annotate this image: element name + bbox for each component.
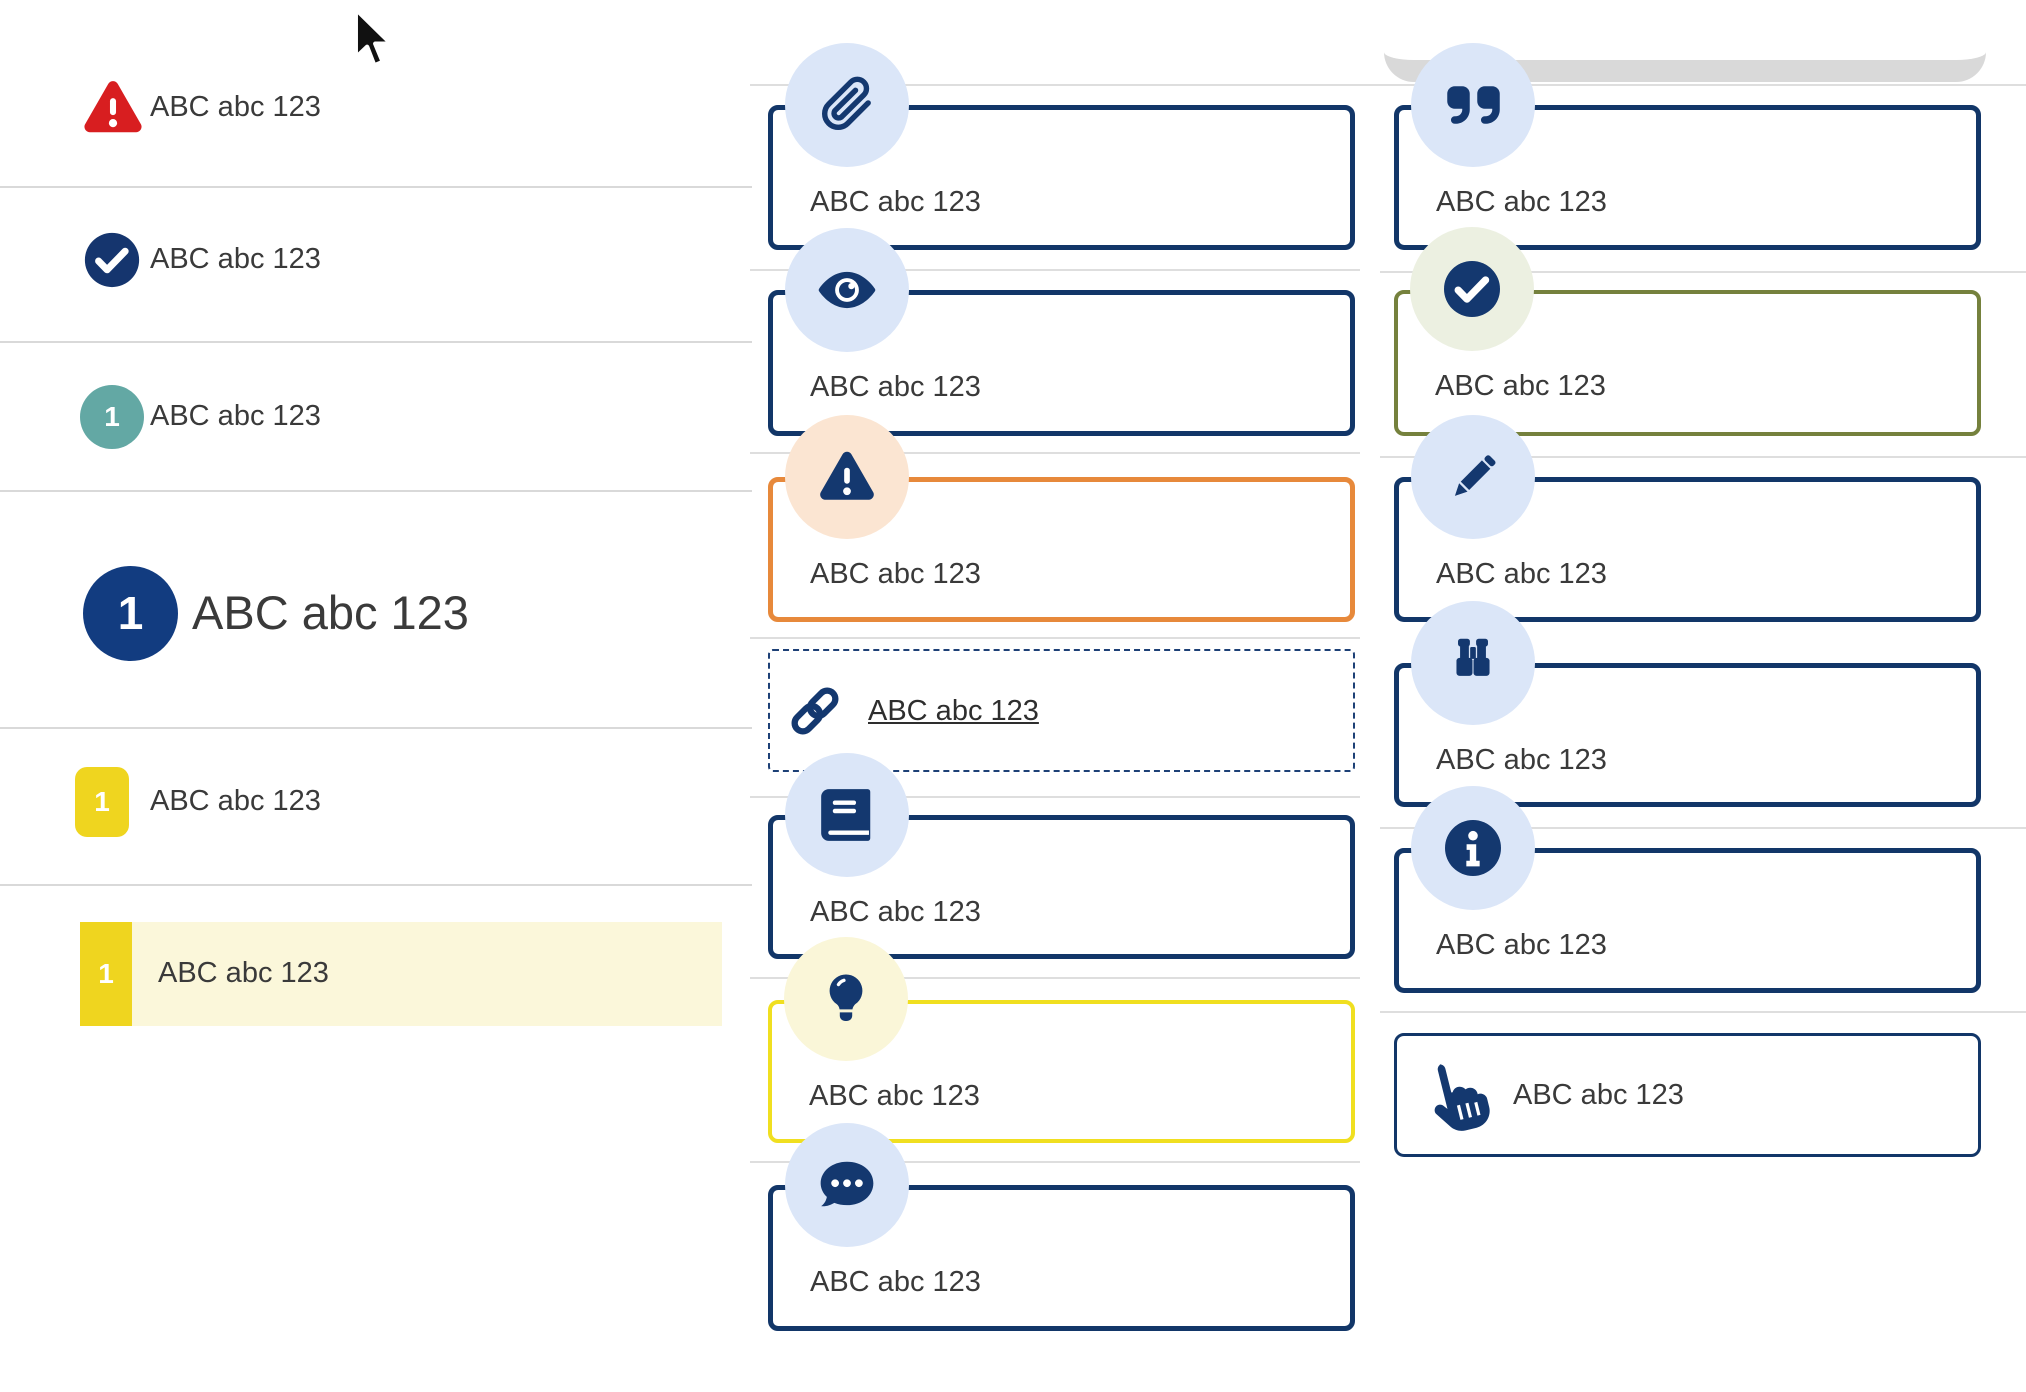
info-icon [1411, 786, 1535, 910]
callout-label: ABC abc 123 [1436, 186, 1607, 218]
divider [750, 637, 1360, 639]
callout-quote: ABC abc 123 [1394, 43, 1981, 250]
callout-label: ABC abc 123 [1435, 370, 1606, 402]
warning-icon [785, 415, 909, 539]
callout-explore: ABC abc 123 [1394, 601, 1981, 807]
check-circle-icon [1410, 227, 1534, 351]
callout-edit: ABC abc 123 [1394, 415, 1981, 622]
callout-view: ABC abc 123 [768, 228, 1355, 436]
yellow-number-badge: 1 [80, 922, 132, 1026]
callout-link[interactable]: ABC abc 123 [768, 649, 1355, 772]
book-icon [785, 753, 909, 877]
divider [0, 186, 752, 188]
callout-action: ABC abc 123 [1394, 1033, 1981, 1157]
mouse-cursor [353, 6, 394, 68]
divider [750, 452, 1360, 454]
list-item-label: ABC abc 123 [150, 243, 321, 276]
yellow-number-badge: 1 [75, 767, 129, 837]
divider [0, 341, 752, 343]
callout-link-label[interactable]: ABC abc 123 [868, 695, 1039, 727]
callout-comment: ABC abc 123 [768, 1123, 1355, 1331]
divider [750, 269, 1360, 271]
divider [750, 977, 1360, 979]
callout-book: ABC abc 123 [768, 753, 1355, 959]
teal-number-badge: 1 [80, 385, 144, 449]
divider [0, 884, 752, 886]
callout-label: ABC abc 123 [810, 896, 981, 928]
link-icon [791, 687, 839, 735]
callout-info: ABC abc 123 [1394, 786, 1981, 993]
list-item-alert[interactable]: ABC abc 123 [0, 48, 752, 168]
quote-icon [1411, 43, 1535, 167]
callout-label: ABC abc 123 [810, 558, 981, 590]
callout-label: ABC abc 123 [1513, 1079, 1684, 1111]
hand-pointer-icon [1434, 1063, 1490, 1131]
navy-number-badge: 1 [83, 565, 178, 661]
divider [750, 796, 1360, 798]
callout-label: ABC abc 123 [809, 1080, 980, 1112]
list-item-step-yellow-selected[interactable]: 1 ABC abc 123 [80, 922, 722, 1026]
list-item-label: ABC abc 123 [150, 785, 321, 818]
list-item-step-yellow[interactable]: 1 ABC abc 123 [0, 742, 752, 862]
divider [750, 1161, 1360, 1163]
divider [1380, 456, 2026, 458]
list-item-label: ABC abc 123 [192, 585, 469, 639]
callout-success: ABC abc 123 [1394, 227, 1981, 436]
divider [0, 490, 752, 492]
lightbulb-icon [784, 937, 908, 1061]
callout-attachment: ABC abc 123 [768, 43, 1355, 250]
callout-tip: ABC abc 123 [768, 937, 1355, 1143]
callout-label: ABC abc 123 [1436, 558, 1607, 590]
list-item-step-large[interactable]: 1 ABC abc 123 [0, 553, 752, 673]
paperclip-icon [785, 43, 909, 167]
list-item-label: ABC abc 123 [150, 91, 321, 124]
callout-label: ABC abc 123 [810, 371, 981, 403]
alert-triangle-icon [84, 81, 142, 133]
callout-label: ABC abc 123 [1436, 744, 1607, 776]
eye-icon [785, 228, 909, 352]
list-item-step-teal[interactable]: 1 ABC abc 123 [0, 357, 752, 477]
callout-label: ABC abc 123 [1436, 929, 1607, 961]
divider [1380, 827, 2026, 829]
chat-icon [785, 1123, 909, 1247]
divider [1380, 1011, 2026, 1013]
callout-warning: ABC abc 123 [768, 415, 1355, 622]
divider [0, 727, 752, 729]
check-circle-icon [84, 232, 140, 288]
divider [750, 84, 2026, 86]
callout-label: ABC abc 123 [810, 1266, 981, 1298]
list-item-done[interactable]: ABC abc 123 [0, 200, 752, 320]
divider [1380, 271, 2026, 273]
callout-label: ABC abc 123 [810, 186, 981, 218]
list-item-label: ABC abc 123 [158, 957, 329, 990]
pencil-icon [1411, 415, 1535, 539]
list-item-label: ABC abc 123 [150, 400, 321, 433]
binoculars-icon [1411, 601, 1535, 725]
